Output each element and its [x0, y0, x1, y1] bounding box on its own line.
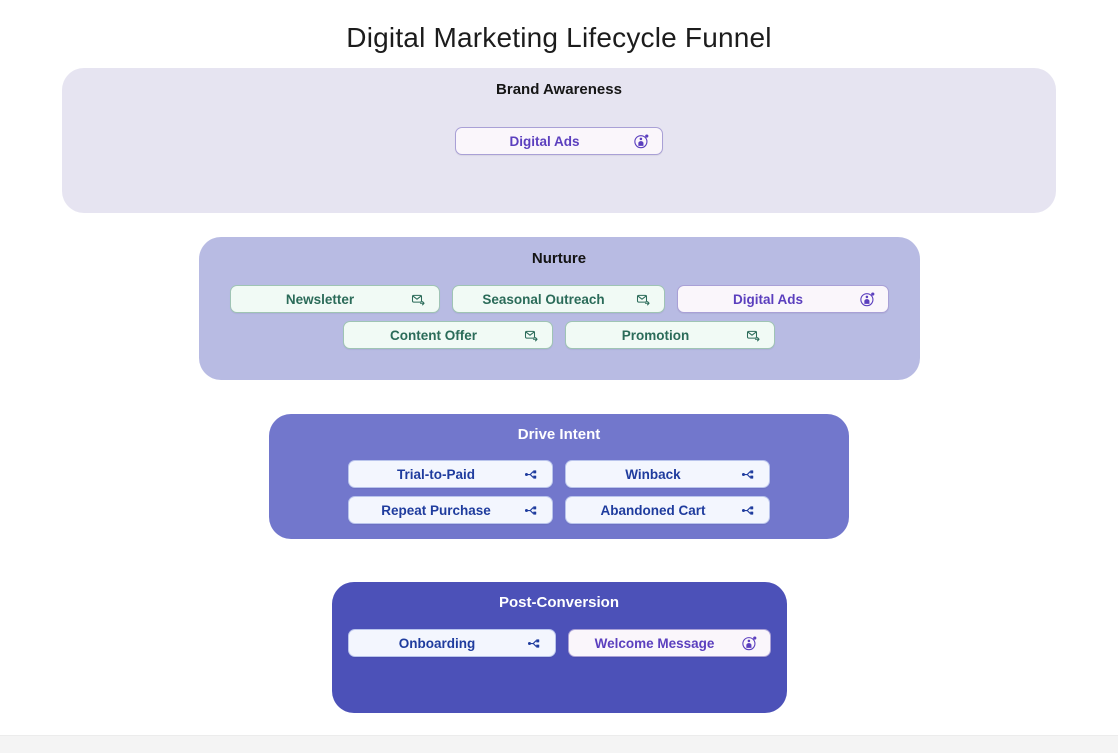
- chip-row: Content Offer Promotion: [343, 321, 775, 349]
- funnel-stage-brand-awareness: Brand Awareness Digital Ads: [62, 68, 1056, 213]
- chip-digital-ads[interactable]: Digital Ads: [676, 285, 889, 313]
- email-send-icon: [745, 327, 762, 344]
- branch-flow-icon: [523, 466, 540, 483]
- chip-label: Winback: [625, 466, 681, 482]
- stage-chip-group: Trial-to-Paid Winback: [269, 460, 849, 524]
- chip-digital-ads[interactable]: Digital Ads: [455, 127, 663, 155]
- chip-trial-to-paid[interactable]: Trial-to-Paid: [348, 460, 553, 488]
- chip-label: Trial-to-Paid: [396, 466, 475, 482]
- chip-winback[interactable]: Winback: [565, 460, 770, 488]
- chip-row: Onboarding Welcome Message: [347, 629, 771, 657]
- chip-row: Newsletter Seasonal Outreach: [229, 285, 889, 313]
- funnel-stage-drive-intent: Drive Intent Trial-to-Paid Winbac: [269, 414, 849, 539]
- chip-content-offer[interactable]: Content Offer: [343, 321, 553, 349]
- branch-flow-icon: [740, 466, 757, 483]
- chip-repeat-purchase[interactable]: Repeat Purchase: [348, 496, 553, 524]
- funnel-stage-nurture: Nurture Newsletter Seasonal Outreach: [198, 237, 920, 380]
- chip-onboarding[interactable]: Onboarding: [347, 629, 556, 657]
- chip-label: Abandoned Cart: [600, 502, 706, 518]
- branch-flow-icon: [740, 502, 757, 519]
- email-send-icon: [410, 291, 427, 308]
- bottom-strip: [0, 735, 1118, 753]
- chip-label: Welcome Message: [594, 635, 715, 651]
- audience-target-icon: [741, 635, 758, 652]
- chip-promotion[interactable]: Promotion: [565, 321, 775, 349]
- stage-title: Post-Conversion: [498, 594, 619, 611]
- chip-label: Seasonal Outreach: [482, 291, 605, 307]
- stage-title: Drive Intent: [517, 426, 601, 443]
- chip-label: Onboarding: [398, 635, 476, 651]
- chip-label: Content Offer: [390, 327, 477, 343]
- email-send-icon: [635, 291, 652, 308]
- chip-label: Repeat Purchase: [381, 502, 491, 518]
- chip-seasonal-outreach[interactable]: Seasonal Outreach: [451, 285, 665, 313]
- branch-flow-icon: [526, 635, 543, 652]
- chip-label: Promotion: [621, 327, 690, 343]
- chip-row: Trial-to-Paid Winback: [348, 460, 770, 488]
- email-send-icon: [523, 327, 540, 344]
- chip-label: Digital Ads: [509, 133, 580, 149]
- stage-chip-group: Newsletter Seasonal Outreach: [199, 285, 920, 349]
- audience-target-icon: [633, 133, 650, 150]
- stage-title: Brand Awareness: [496, 81, 622, 98]
- stage-chip-group: Onboarding Welcome Message: [332, 629, 787, 657]
- chip-row: Repeat Purchase Abandoned Cart: [348, 496, 770, 524]
- audience-target-icon: [859, 291, 876, 308]
- chip-welcome-message[interactable]: Welcome Message: [567, 629, 771, 657]
- chip-row: Digital Ads: [455, 127, 663, 155]
- chip-abandoned-cart[interactable]: Abandoned Cart: [565, 496, 770, 524]
- branch-flow-icon: [523, 502, 540, 519]
- funnel-diagram: Brand Awareness Digital Ads: [0, 68, 1118, 713]
- chip-label: Newsletter: [285, 291, 355, 307]
- chip-label: Digital Ads: [732, 291, 803, 307]
- funnel-stage-post-conversion: Post-Conversion Onboarding Welcom: [331, 582, 787, 713]
- stage-title: Nurture: [531, 250, 587, 267]
- stage-chip-group: Digital Ads: [62, 127, 1056, 155]
- page-title: Digital Marketing Lifecycle Funnel: [346, 22, 772, 53]
- chip-newsletter[interactable]: Newsletter: [229, 285, 440, 313]
